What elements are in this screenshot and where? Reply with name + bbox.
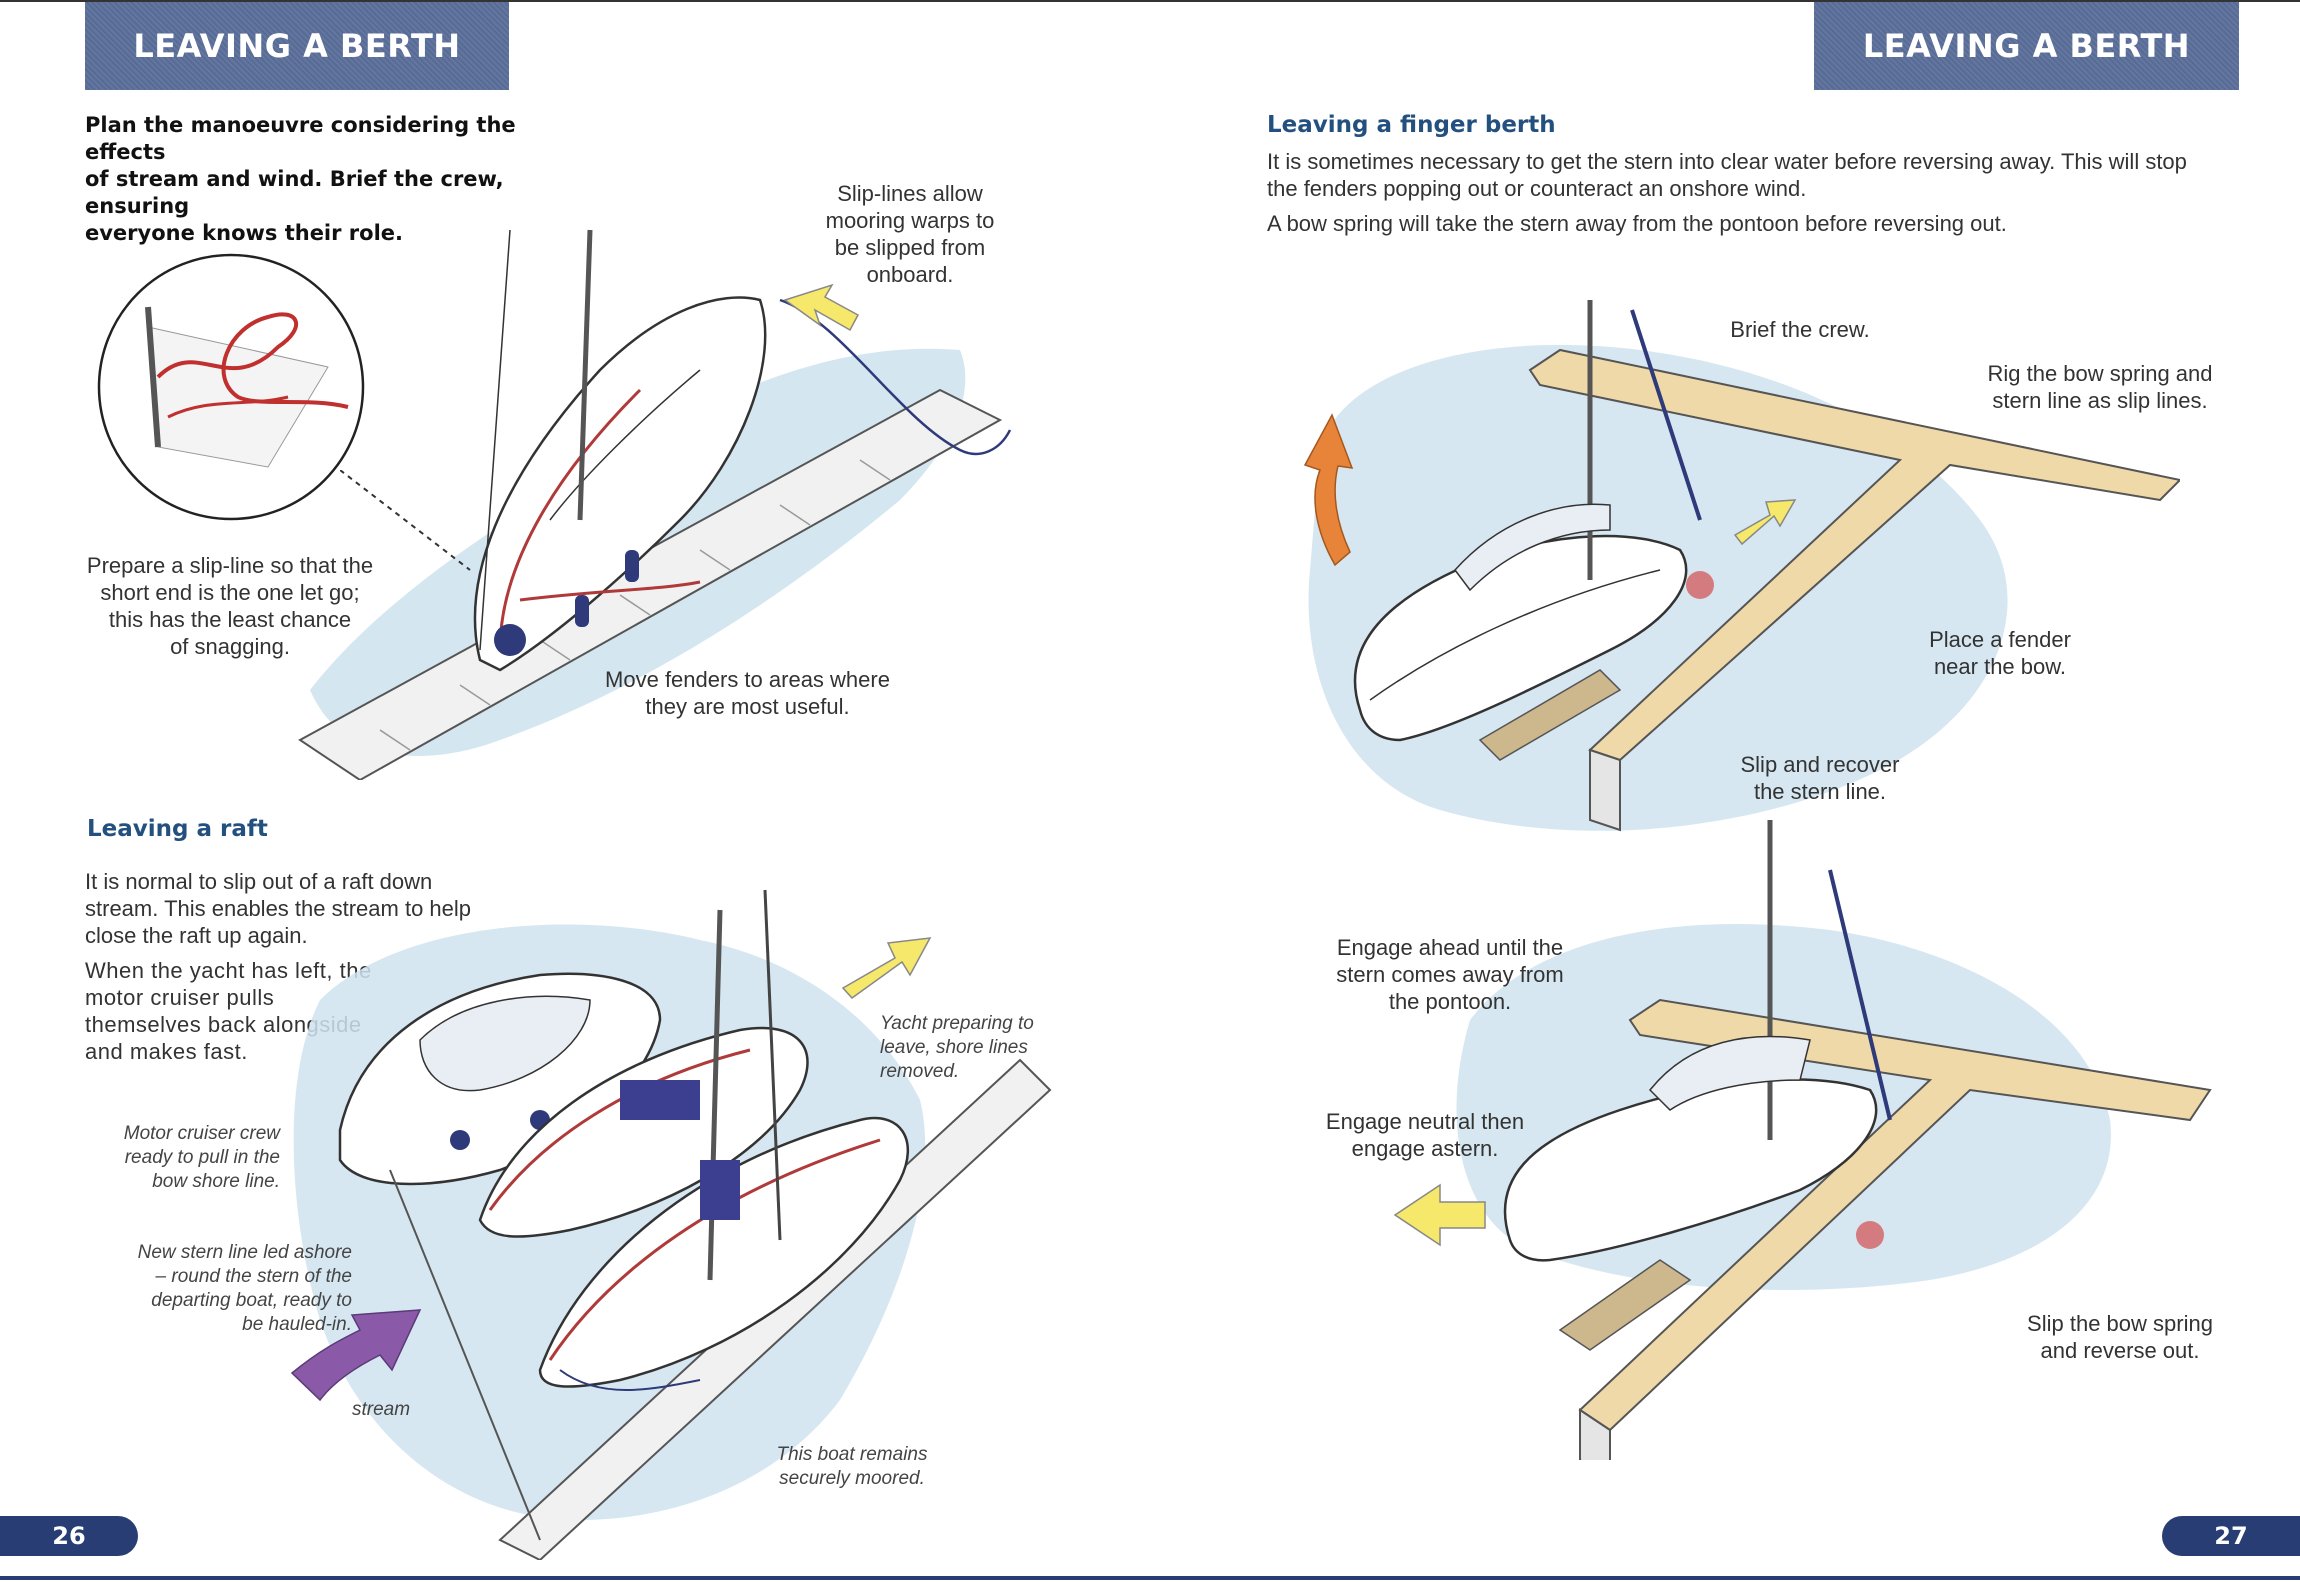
raft-illustration [290, 889, 1052, 1560]
label-boat-remains: This boat remains securely moored. [752, 1443, 952, 1491]
label-line: departing boat, ready to [151, 1290, 352, 1311]
label-line: the stern line. [1753, 779, 1887, 804]
label-prepare-slip-line: Prepare a slip-line so that the short en… [70, 552, 390, 660]
label-slip-lines: Slip-lines allow mooring warps to be sli… [790, 180, 1030, 288]
heading-leaving-raft: Leaving a raft [87, 816, 268, 842]
label-line: Slip-lines allow [837, 181, 983, 206]
label-stream: stream [352, 1399, 411, 1420]
label-line: Yacht preparing to [880, 1013, 1034, 1034]
intro-text: Plan the manoeuvre considering the effec… [85, 112, 565, 247]
label-line: short end is the one let go; [100, 580, 360, 605]
label-line: Motor cruiser crew [123, 1123, 280, 1144]
raft-body-text: It is normal to slip out of a raft down … [85, 868, 505, 1073]
label-line: Slip and recover [1740, 752, 1900, 777]
label-engage-ahead: Engage ahead until the stern comes away … [1320, 934, 1580, 1015]
yacht-slip-line-illustration [298, 229, 1012, 780]
label-new-stern-line: New stern line led ashore – round the st… [80, 1241, 352, 1337]
label-move-fenders: Move fenders to areas where they are mos… [570, 666, 925, 720]
label-line: Rig the bow spring and [1987, 361, 2213, 386]
label-brief-crew: Brief the crew. [1730, 317, 1870, 342]
slip-line-detail-circle [97, 253, 365, 521]
label-line: and reverse out. [2040, 1338, 2200, 1363]
finger-berth-illustration-bottom [1393, 820, 2212, 1460]
intro-line: Plan the manoeuvre considering the effec… [85, 113, 516, 164]
heading-finger-berth: Leaving a finger berth [1267, 112, 1556, 138]
label-line: Prepare a slip-line so that the [86, 553, 374, 578]
text-line: A bow spring will take the stern away fr… [1267, 211, 2007, 236]
label-line: stern comes away from [1336, 962, 1564, 987]
label-line: of snagging. [170, 634, 290, 659]
intro-line: everyone knows their role. [85, 221, 404, 245]
label-line: be slipped from [834, 235, 986, 260]
label-line: ready to pull in the [124, 1147, 280, 1168]
text-line: the fenders popping out or counteract an… [1267, 176, 1807, 201]
label-line: removed. [880, 1061, 960, 1082]
label-line: leave, shore lines [880, 1037, 1028, 1058]
detail-leader-line [340, 470, 471, 571]
label-line: bow shore line. [152, 1171, 280, 1192]
label-line: engage astern. [1351, 1136, 1499, 1161]
label-line: Engage neutral then [1325, 1109, 1525, 1134]
label-line: they are most useful. [645, 694, 850, 719]
left-banner: LEAVING A BERTH [85, 2, 509, 90]
label-line: This boat remains [776, 1444, 928, 1465]
label-line: be hauled-in. [242, 1314, 352, 1335]
label-line: onboard. [866, 262, 954, 287]
label-yacht-preparing: Yacht preparing to leave, shore lines re… [880, 1012, 1060, 1084]
label-line: New stern line led ashore [137, 1242, 352, 1263]
label-line: Slip the bow spring [2027, 1311, 2213, 1336]
text-line: It is normal to slip out of a raft down [85, 869, 433, 894]
label-line: Engage ahead until the [1336, 935, 1564, 960]
label-slip-recover: Slip and recover the stern line. [1710, 751, 1930, 805]
intro-line: of stream and wind. Brief the crew, ensu… [85, 167, 504, 218]
text-line: and makes fast. [85, 1039, 248, 1064]
page-number-left: 26 [0, 1516, 138, 1556]
page-number-right: 27 [2162, 1516, 2300, 1556]
label-line: near the bow. [1933, 654, 2067, 679]
finger-berth-body: It is sometimes necessary to get the ste… [1267, 148, 2267, 245]
label-line: the pontoon. [1388, 989, 1512, 1014]
label-line: securely moored. [779, 1468, 925, 1489]
label-line: mooring warps to [825, 208, 995, 233]
label-rig-bow-spring: Rig the bow spring and stern line as sli… [1950, 360, 2250, 414]
label-line: this has the least chance [108, 607, 352, 632]
label-engage-neutral: Engage neutral then engage astern. [1310, 1108, 1540, 1162]
right-banner: LEAVING A BERTH [1814, 2, 2239, 90]
text-line: close the raft up again. [85, 923, 308, 948]
top-rule [0, 0, 2300, 2]
label-line: Place a fender [1929, 627, 2071, 652]
text-line: It is sometimes necessary to get the ste… [1267, 149, 2187, 174]
bottom-rule [0, 1576, 2300, 1580]
label-slip-bow-spring: Slip the bow spring and reverse out. [2000, 1310, 2240, 1364]
label-line: stern line as slip lines. [1992, 388, 2208, 413]
label-line: – round the stern of the [155, 1266, 352, 1287]
text-line: stream. This enables the stream to help [85, 896, 472, 921]
text-line: When the yacht has left, the [85, 958, 372, 983]
label-line: Move fenders to areas where [605, 667, 890, 692]
text-line: motor cruiser pulls [85, 985, 275, 1010]
finger-berth-illustration-top [1303, 300, 2180, 832]
label-motor-crew: Motor cruiser crew ready to pull in the … [100, 1122, 280, 1194]
label-place-fender: Place a fender near the bow. [1905, 626, 2095, 680]
